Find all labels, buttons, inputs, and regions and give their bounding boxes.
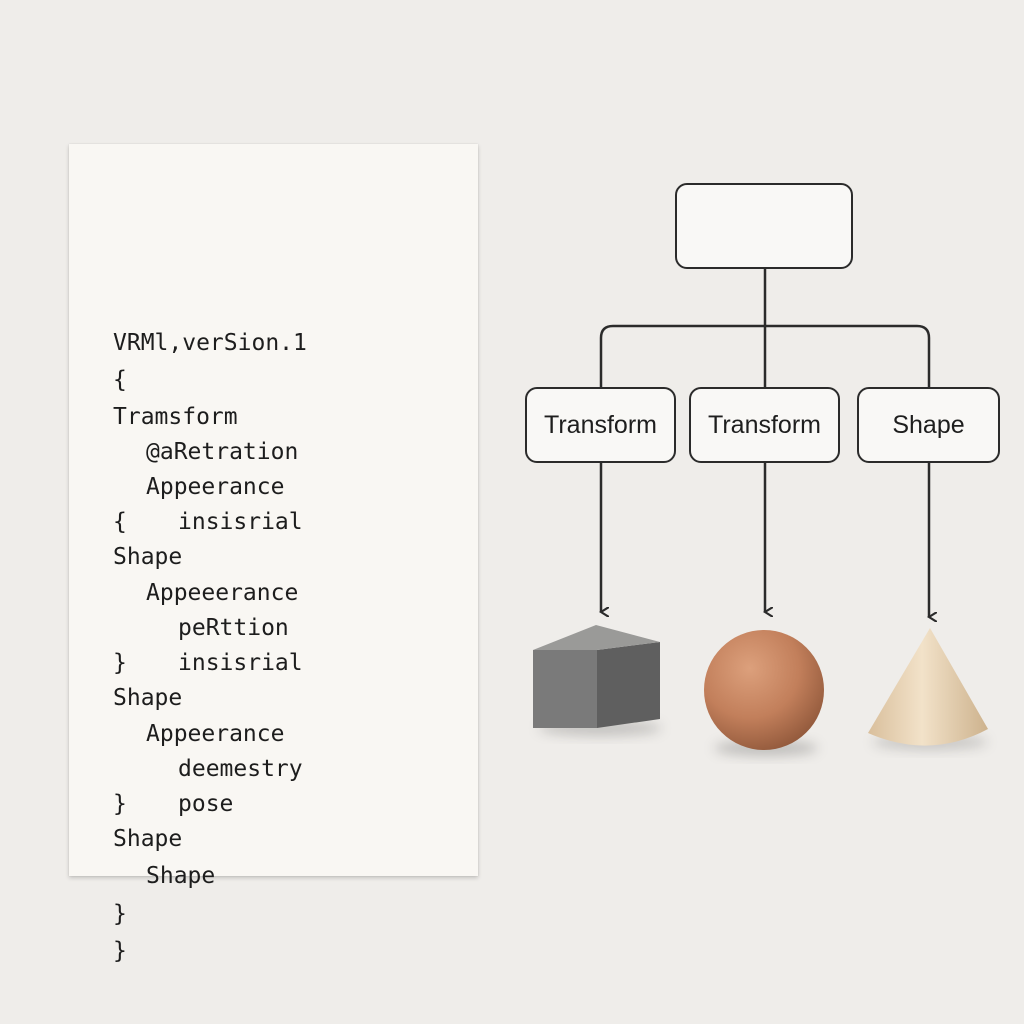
connector-bracket	[599, 324, 931, 387]
code-line: {	[113, 509, 127, 535]
code-line: Shape	[113, 685, 183, 711]
shape-node-label: Shape	[892, 410, 965, 439]
root-node	[675, 183, 853, 269]
code-line: insisrial	[178, 509, 303, 535]
code-line: deemestry	[178, 756, 303, 782]
sphere-icon	[704, 630, 824, 756]
code-line: Shape	[113, 826, 183, 852]
code-line: }	[113, 791, 127, 817]
code-line: Appeerance	[146, 474, 285, 500]
code-line: }	[113, 901, 127, 927]
code-line: pose	[178, 791, 234, 817]
transform-node-2-label: Transform	[708, 410, 821, 439]
code-line: }	[113, 938, 127, 964]
code-line: Appeerance	[146, 721, 285, 747]
code-line: Shape	[113, 544, 183, 570]
code-panel: VRMl,verSion.1 { Tramsform @aRetration A…	[69, 144, 478, 964]
code-line: Tramsform	[113, 404, 238, 430]
transform-node-2: Transform	[689, 387, 840, 463]
code-line: peRttion	[178, 615, 289, 641]
transform-node-1-label: Transform	[544, 410, 657, 439]
code-line: insisrial	[178, 650, 303, 676]
shape-node: Shape	[857, 387, 1000, 463]
code-line: }	[113, 650, 127, 676]
code-line: VRMl,verSion.1	[113, 330, 307, 356]
cone-icon	[868, 628, 988, 750]
code-line: @aRetration	[146, 439, 299, 465]
code-line: Appeeerance	[146, 580, 299, 606]
code-line: {	[113, 367, 127, 393]
cube-icon	[533, 625, 662, 736]
transform-node-1: Transform	[525, 387, 676, 463]
code-line: Shape	[146, 863, 216, 889]
